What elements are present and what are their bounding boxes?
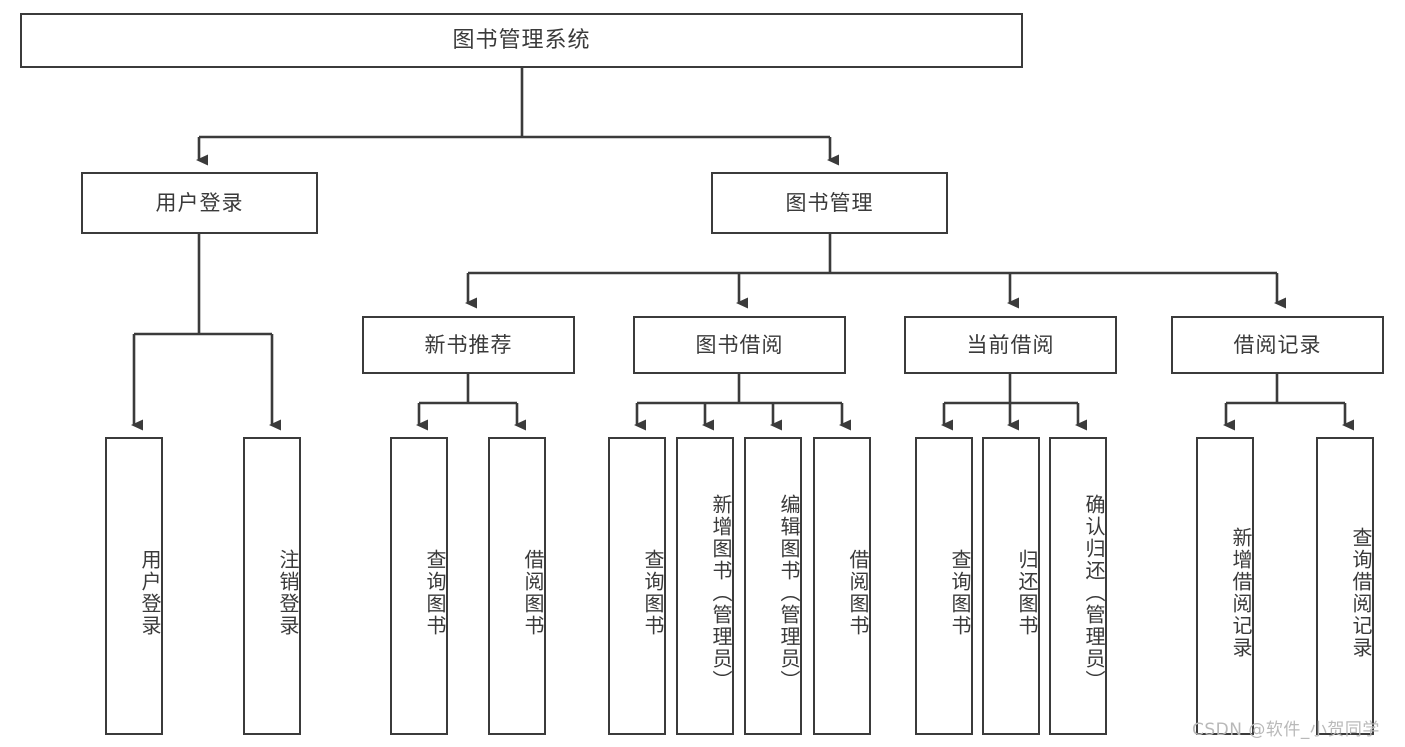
leaf-borrow-record-query[interactable]: 查询借阅记录 bbox=[1316, 437, 1374, 735]
leaf-current-borrow-confirm-return[interactable]: 确认归还（管理员） bbox=[1049, 437, 1107, 735]
node-label: 查询图书 bbox=[423, 549, 447, 637]
leaf-current-borrow-query[interactable]: 查询图书 bbox=[915, 437, 973, 735]
leaf-book-borrow-add[interactable]: 新增图书（管理员） bbox=[676, 437, 734, 735]
leaf-user-login-login[interactable]: 用户登录 bbox=[105, 437, 163, 735]
node-borrow-record[interactable]: 借阅记录 bbox=[1171, 316, 1384, 374]
node-label: 新书推荐 bbox=[424, 332, 513, 357]
leaf-current-borrow-return[interactable]: 归还图书 bbox=[982, 437, 1040, 735]
watermark-text: CSDN @软件_小贺同学 bbox=[1192, 720, 1380, 740]
node-label: 新增图书（管理员） bbox=[709, 494, 733, 692]
node-label: 图书管理 bbox=[785, 190, 874, 215]
node-label: 用户登录 bbox=[155, 190, 244, 215]
leaf-book-borrow-edit[interactable]: 编辑图书（管理员） bbox=[744, 437, 802, 735]
node-label: 新增借阅记录 bbox=[1229, 527, 1253, 659]
node-current-borrow[interactable]: 当前借阅 bbox=[904, 316, 1117, 374]
node-label: 借阅图书 bbox=[521, 549, 545, 637]
node-label: 当前借阅 bbox=[966, 332, 1055, 357]
leaf-new-book-query[interactable]: 查询图书 bbox=[390, 437, 448, 735]
node-label: 用户登录 bbox=[138, 549, 162, 637]
node-label: 借阅记录 bbox=[1233, 332, 1322, 357]
node-label: 编辑图书（管理员） bbox=[777, 494, 801, 692]
node-label: 确认归还（管理员） bbox=[1082, 494, 1106, 692]
leaf-book-borrow-borrow[interactable]: 借阅图书 bbox=[813, 437, 871, 735]
leaf-borrow-record-add[interactable]: 新增借阅记录 bbox=[1196, 437, 1254, 735]
node-new-book-recommend[interactable]: 新书推荐 bbox=[362, 316, 575, 374]
node-root-book-management-system[interactable]: 图书管理系统 bbox=[20, 13, 1023, 68]
node-label: 图书借阅 bbox=[695, 332, 784, 357]
node-label: 归还图书 bbox=[1015, 549, 1039, 637]
leaf-user-login-logout[interactable]: 注销登录 bbox=[243, 437, 301, 735]
node-label: 查询图书 bbox=[948, 549, 972, 637]
node-label: 注销登录 bbox=[276, 549, 300, 637]
node-label: 图书管理系统 bbox=[452, 27, 591, 53]
node-book-management[interactable]: 图书管理 bbox=[711, 172, 948, 234]
leaf-book-borrow-query[interactable]: 查询图书 bbox=[608, 437, 666, 735]
node-label: 查询借阅记录 bbox=[1349, 527, 1373, 659]
node-book-borrow[interactable]: 图书借阅 bbox=[633, 316, 846, 374]
node-label: 借阅图书 bbox=[846, 549, 870, 637]
node-label: 查询图书 bbox=[641, 549, 665, 637]
leaf-new-book-borrow[interactable]: 借阅图书 bbox=[488, 437, 546, 735]
node-user-login[interactable]: 用户登录 bbox=[81, 172, 318, 234]
